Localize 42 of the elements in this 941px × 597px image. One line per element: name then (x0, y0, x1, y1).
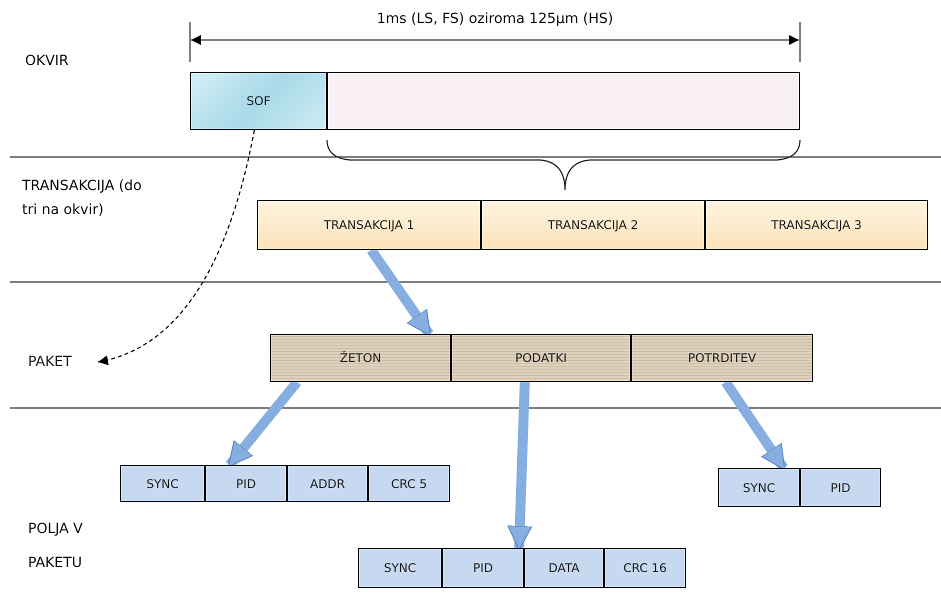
box-label: SYNC (146, 476, 179, 490)
packet-box (451, 334, 631, 382)
row-label: TRANSAKCIJA (do tri na okvir) (22, 177, 143, 220)
box-label: DATA (548, 561, 580, 575)
box-label: PODATKI (515, 351, 567, 365)
box-label: PID (236, 476, 256, 490)
packet-box (270, 334, 451, 382)
packet-field-box (800, 468, 881, 507)
packet-field-box (604, 548, 686, 588)
dashed-arrow (98, 130, 255, 364)
box-label: ŽETON (340, 351, 382, 365)
start-of-frame-box (190, 72, 327, 130)
box-label: PID (830, 480, 850, 494)
box-label: CRC 16 (623, 561, 667, 575)
packet-field-box (287, 465, 368, 502)
transaction-box (481, 200, 705, 250)
packet-field-box (524, 548, 604, 588)
block-arrow (507, 382, 532, 550)
transaction-box (257, 200, 481, 250)
transaction-box (705, 200, 928, 250)
box-label: POTRDITEV (688, 351, 756, 365)
row-label: PAKET (28, 354, 72, 370)
box-label: PID (472, 561, 493, 575)
packet-field-box (205, 465, 287, 502)
box-label: SOF (246, 94, 270, 108)
box-label: CRC 5 (391, 476, 427, 490)
box-label: TRANSAKCIJA 3 (771, 218, 862, 232)
box-label: SYNC (384, 561, 416, 575)
box-label: ADDR (310, 476, 346, 490)
packet-field-box (120, 465, 205, 502)
packet-field-box (718, 468, 800, 507)
box-label: TRANSAKCIJA 1 (324, 218, 414, 232)
packet-field-box (368, 465, 450, 502)
row-label: OKVIR (25, 52, 70, 71)
frame-box (327, 72, 800, 130)
row-label: POLJA V PAKETU (28, 520, 84, 573)
dimension-label: 1ms (LS, FS) oziroma 125µm (HS) (376, 10, 614, 29)
packet-field-box (358, 548, 442, 588)
packet-box (631, 334, 813, 382)
packet-field-box (442, 548, 524, 588)
box-label: TRANSAKCIJA 2 (548, 218, 638, 232)
box-label: SYNC (742, 480, 776, 494)
